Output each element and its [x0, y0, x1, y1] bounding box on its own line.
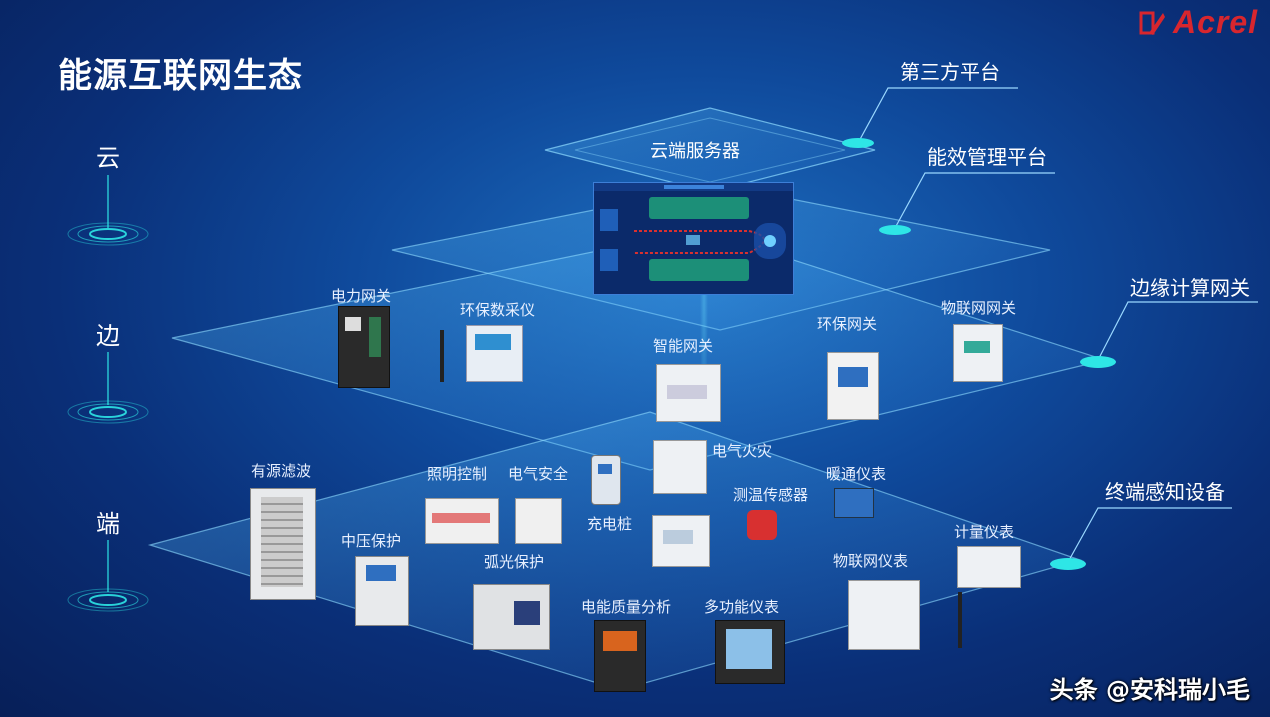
label-iot-gateway: 物联网网关	[941, 299, 1017, 317]
label-mv-protect: 中压保护	[341, 532, 402, 550]
watermark: 头条 @安科瑞小毛	[1049, 676, 1250, 704]
platform-dashboard-image	[593, 182, 794, 295]
iot-gateway-device	[953, 324, 1003, 382]
callout-edge-gateway: 边缘计算网关	[1130, 276, 1250, 300]
callout-terminal: 终端感知设备	[1105, 480, 1225, 504]
multi-meter-device	[715, 620, 785, 684]
arc-protect-device	[473, 584, 550, 650]
iot-meter-device	[848, 580, 920, 650]
label-temp-sensor: 测温传感器	[733, 486, 809, 504]
label-pq-analysis: 电能质量分析	[581, 598, 672, 616]
ring-end-icon	[67, 588, 149, 612]
power-monitor-device	[652, 515, 710, 567]
label-elec-safety: 电气安全	[508, 465, 569, 483]
label-power-gateway: 电力网关	[331, 287, 392, 305]
ring-edge-icon	[67, 400, 149, 424]
lighting-control-device	[425, 498, 499, 544]
label-active-filter: 有源滤波	[251, 462, 312, 480]
tier-label-cloud: 云	[96, 144, 120, 172]
callout-dot	[879, 225, 911, 235]
label-arc-protect: 弧光保护	[484, 553, 545, 571]
label-elec-fire: 电气火灾	[712, 442, 773, 460]
smart-gateway-device	[656, 364, 721, 422]
page-title: 能源互联网生态	[58, 56, 303, 96]
callout-dot	[1050, 558, 1086, 570]
callout-dot	[1080, 356, 1116, 368]
acrel-logo-icon	[1139, 9, 1167, 37]
brand-logo: Acrel	[1139, 4, 1258, 41]
label-env-collector: 环保数采仪	[460, 301, 536, 319]
tier-label-edge: 边	[96, 322, 120, 350]
mv-protect-device	[355, 556, 409, 626]
brand-name: Acrel	[1172, 4, 1258, 40]
antenna-icon	[440, 330, 444, 382]
env-gateway-device	[827, 352, 879, 420]
label-smart-gateway: 智能网关	[653, 337, 714, 355]
elec-safety-device	[515, 498, 562, 544]
label-env-gateway: 环保网关	[817, 315, 878, 333]
temp-sensor-device	[747, 510, 777, 540]
label-lighting: 照明控制	[427, 465, 488, 483]
power-gateway-device	[338, 306, 390, 388]
pq-analysis-device	[594, 620, 646, 692]
callout-energy-platform: 能效管理平台	[927, 145, 1047, 169]
cloud-server-label: 云端服务器	[650, 141, 740, 162]
callout-dot	[842, 138, 874, 148]
metering-device	[957, 546, 1021, 588]
elec-fire-device	[653, 440, 707, 494]
label-multi-meter: 多功能仪表	[704, 598, 780, 616]
label-hvac-meter: 暖通仪表	[826, 465, 887, 483]
label-metering: 计量仪表	[954, 523, 1015, 541]
hvac-meter-device	[834, 488, 874, 518]
cloud-plane-inner	[574, 117, 846, 183]
callout-third-party: 第三方平台	[900, 60, 1000, 84]
cloud-plane	[544, 107, 876, 193]
charger-device	[591, 455, 621, 505]
ring-cloud-icon	[67, 222, 149, 246]
active-filter-cabinet	[250, 488, 316, 600]
label-iot-meter: 物联网仪表	[833, 552, 909, 570]
env-collector-device	[466, 325, 523, 382]
tier-label-end: 端	[96, 510, 120, 538]
antenna-icon	[958, 592, 962, 648]
label-charger: 充电桩	[587, 515, 633, 533]
